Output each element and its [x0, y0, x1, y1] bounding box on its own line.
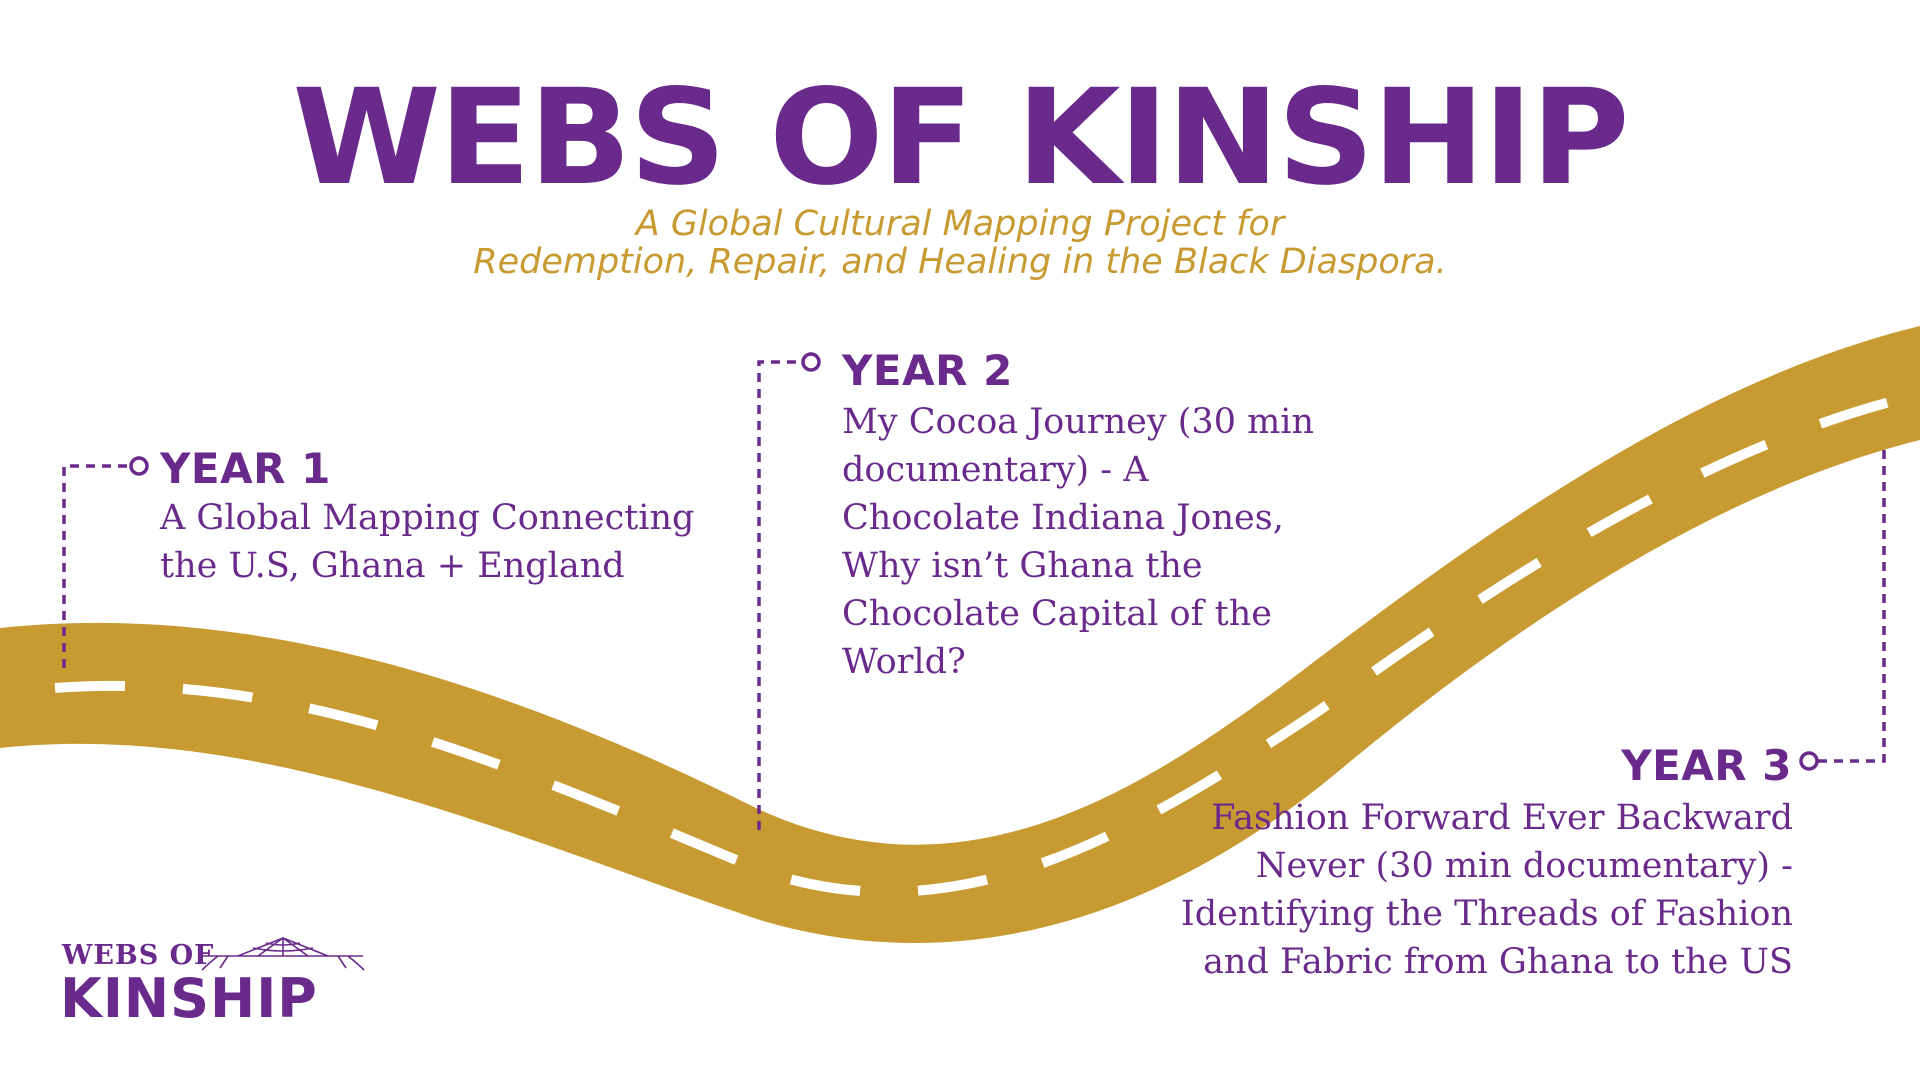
page-title: WEBS OF KINSHIP	[292, 61, 1629, 215]
year3-label: YEAR 3	[1621, 741, 1792, 790]
year3-connector-dot	[1799, 751, 1819, 771]
subtitle-line-1: A Global Cultural Mapping Project for	[635, 204, 1285, 244]
year3-connector	[1818, 450, 1886, 763]
year1-connector	[62, 464, 130, 668]
logo-text-top: WEBS OF	[62, 940, 215, 971]
year2-description: My Cocoa Journey (30 min documentary) - …	[842, 402, 1315, 682]
spider-web-icon	[201, 937, 365, 971]
year3-description: Fashion Forward Ever Backward Never (30 …	[1180, 798, 1793, 982]
road	[0, 326, 1920, 943]
year1-description: A Global Mapping Connecting the U.S, Gha…	[160, 498, 695, 586]
logo-text-bottom: KINSHIP	[60, 967, 318, 1030]
year1-label: YEAR 1	[160, 444, 331, 493]
logo: WEBS OF KINSHIP	[60, 937, 380, 1030]
year2-connector	[757, 360, 801, 830]
subtitle-line-2: Redemption, Repair, and Healing in the B…	[473, 242, 1447, 282]
year2-connector-dot	[801, 352, 821, 372]
road-lane-markings	[54, 393, 1907, 897]
year2-label: YEAR 2	[842, 346, 1013, 395]
year1-connector-dot	[129, 456, 149, 476]
